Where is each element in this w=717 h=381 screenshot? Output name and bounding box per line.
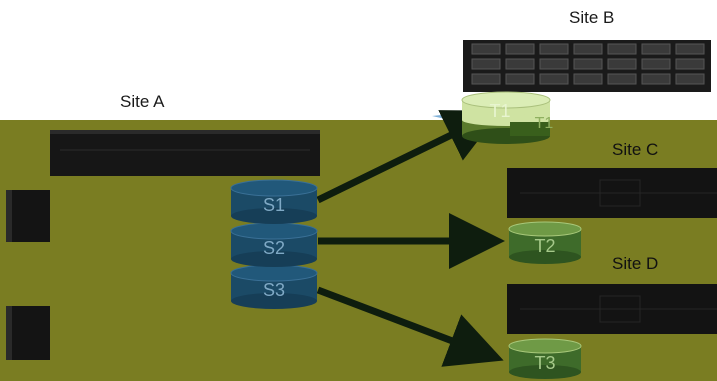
source-cylinder-s2: S2 xyxy=(230,222,318,267)
target-cylinder-t2: T2 xyxy=(508,221,582,264)
arrow-s1-t1 xyxy=(316,110,501,204)
left-device-bottom xyxy=(6,306,50,360)
site-b-server xyxy=(463,40,711,92)
target-cylinder-t3: T3 xyxy=(508,338,582,379)
site-d-label: Site D xyxy=(612,254,659,273)
site-d-server xyxy=(507,284,717,334)
svg-text:T1: T1 xyxy=(535,115,554,132)
left-device-top xyxy=(6,190,50,242)
target-label: T2 xyxy=(534,236,555,256)
target-label: T1 xyxy=(489,101,510,121)
source-cylinder-s1: S1 xyxy=(230,179,318,224)
site-c-label: Site C xyxy=(612,140,659,159)
site-c-server xyxy=(507,168,717,218)
source-label: S2 xyxy=(263,238,285,258)
site-b-label: Site B xyxy=(569,8,615,27)
site-a-server xyxy=(50,130,320,176)
target-cylinder-t1: T1 T1 xyxy=(461,91,554,144)
source-cylinder-s3: S3 xyxy=(230,264,318,309)
arrow-s3-t3 xyxy=(316,286,504,367)
source-label: S1 xyxy=(263,195,285,215)
target-label: T3 xyxy=(534,353,555,373)
source-label: S3 xyxy=(263,280,285,300)
site-a-label: Site A xyxy=(120,92,165,111)
